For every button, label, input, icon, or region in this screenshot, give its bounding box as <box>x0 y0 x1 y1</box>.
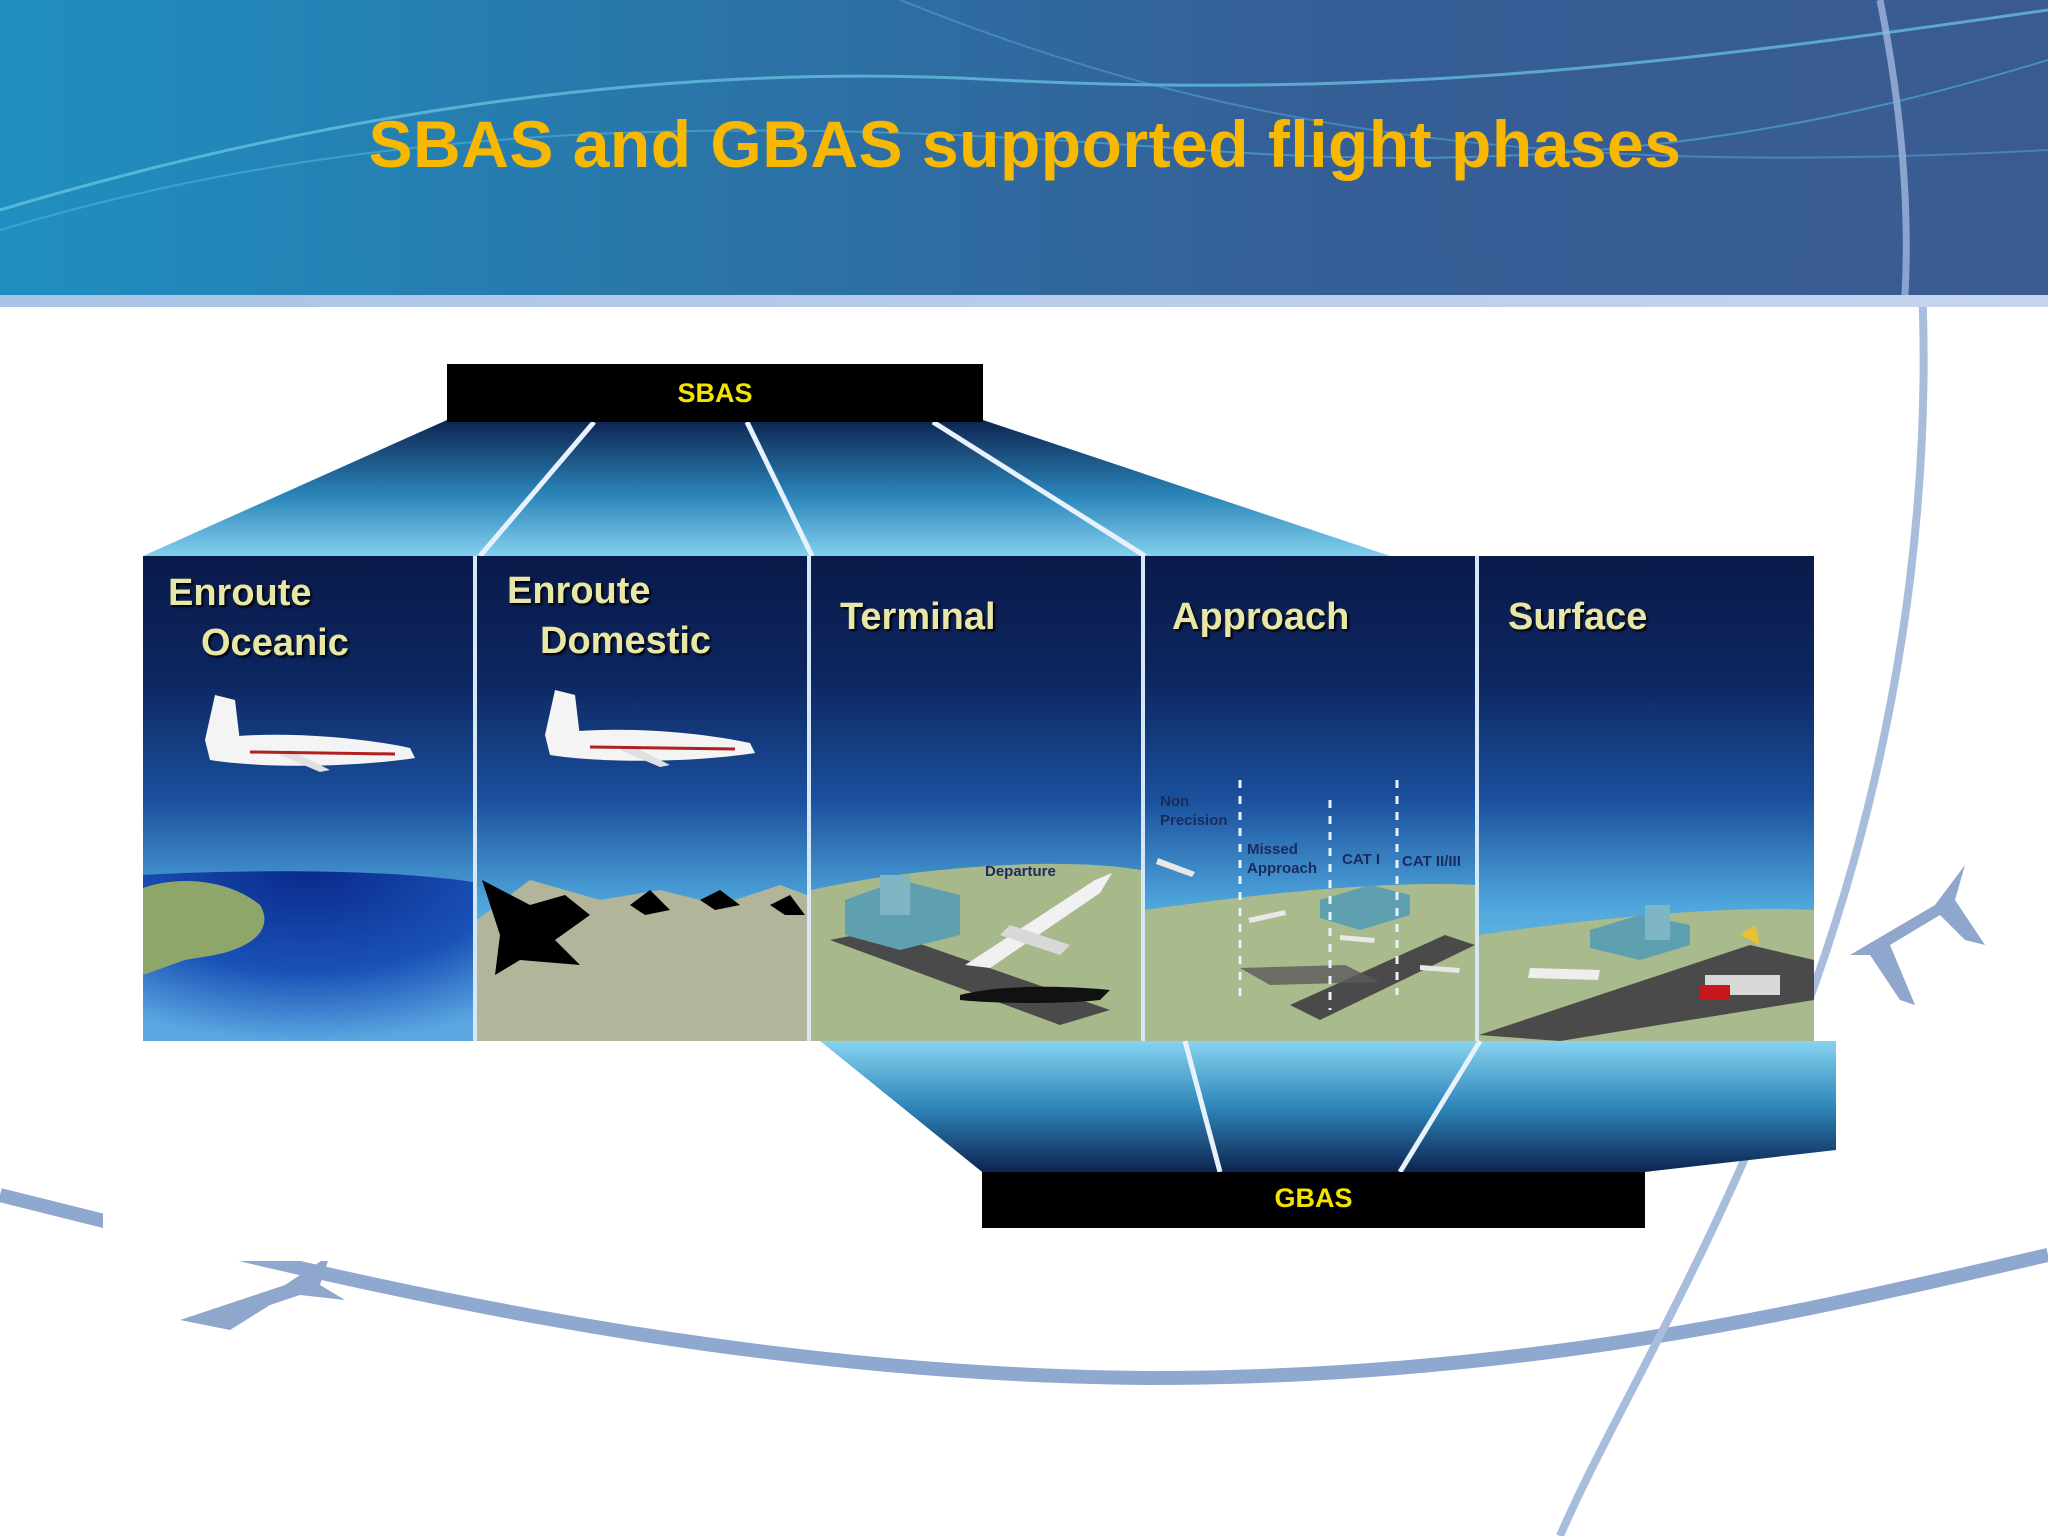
gbas-box <box>982 1172 1645 1228</box>
header-swoosh <box>0 0 2048 295</box>
panel-label-line: Enroute <box>168 572 312 614</box>
missed-approach-label: Missed Approach <box>1247 841 1318 877</box>
airliner-icon <box>545 690 755 767</box>
gbas-label: GBAS <box>1274 1183 1353 1213</box>
panel-enroute-oceanic <box>143 556 473 1041</box>
plane-silhouette-icon <box>1850 865 1985 1005</box>
non-precision-label: Non Precision <box>1160 793 1228 829</box>
panel-label-line: Enroute <box>507 570 651 612</box>
panel-label-enroute-oceanic: Enroute Oceanic <box>168 568 349 668</box>
page-title: SBAS and GBAS supported flight phases <box>368 107 1682 181</box>
panel-label-terminal: Terminal <box>840 596 996 638</box>
departure-label: Departure <box>985 863 1056 880</box>
header-band <box>0 0 2048 295</box>
panel-label-enroute-domestic: Enroute Domestic <box>507 566 711 666</box>
panel-label-line: Domestic <box>540 620 712 662</box>
panel-label-line: Oceanic <box>201 622 349 664</box>
panel-surface <box>1479 556 1814 1041</box>
gbas-fan <box>820 1041 1836 1172</box>
panel-approach <box>1145 556 1475 1041</box>
cat23-label: CAT II/III <box>1402 853 1461 870</box>
plane-silhouette-icon <box>180 1255 345 1330</box>
panel-label-approach: Approach <box>1172 596 1350 638</box>
panel-terminal <box>811 556 1141 1041</box>
panel-enroute-domestic <box>477 556 807 1041</box>
panel-label-surface: Surface <box>1508 596 1648 638</box>
header-rule <box>0 295 2048 307</box>
airliner-icon <box>205 695 415 772</box>
cat1-label: CAT I <box>1342 851 1381 868</box>
sbas-box <box>447 364 983 422</box>
sbas-label: SBAS <box>677 378 753 408</box>
sbas-fan <box>143 420 1390 556</box>
